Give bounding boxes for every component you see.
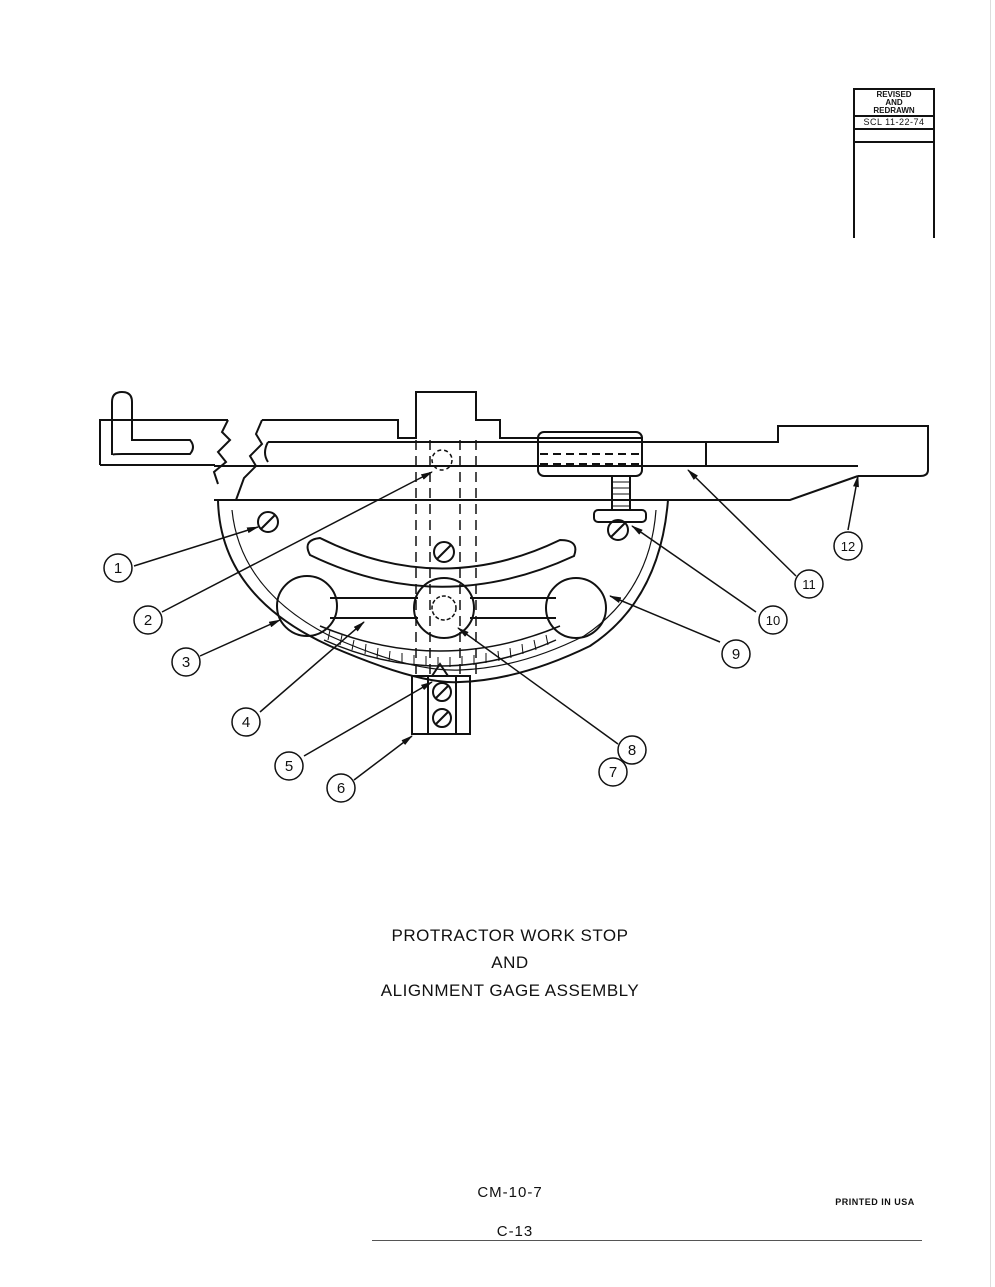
callout-11 bbox=[794, 569, 824, 599]
revision-label: REVISED AND REDRAWN bbox=[855, 90, 933, 115]
revision-date: SCL 11-22-74 bbox=[855, 115, 933, 130]
callout-9 bbox=[721, 639, 751, 669]
revision-line-3: REDRAWN bbox=[873, 106, 915, 115]
gage-bar-hidden bbox=[415, 440, 477, 680]
rod-hook-bend bbox=[111, 390, 194, 456]
right-knob bbox=[545, 577, 607, 639]
callout-label-3: 3 bbox=[182, 654, 190, 671]
scale-arc-outer bbox=[323, 639, 557, 667]
callout-8 bbox=[617, 735, 647, 765]
gage-bar-inner bbox=[427, 675, 457, 735]
callout-5 bbox=[274, 751, 304, 781]
callout-label-10: 10 bbox=[766, 613, 780, 628]
callout-1 bbox=[103, 553, 133, 583]
callout-label-9: 9 bbox=[732, 646, 740, 663]
revision-line-1: REVISED bbox=[876, 90, 912, 99]
center-hub bbox=[413, 577, 475, 639]
revision-block: REVISED AND REDRAWN SCL 11-22-74 bbox=[853, 88, 935, 238]
set-screw bbox=[607, 519, 629, 541]
break-line-right bbox=[235, 419, 264, 501]
hidden-pin bbox=[431, 449, 453, 471]
page-number: C-13 bbox=[496, 1223, 534, 1240]
callout-label-2: 2 bbox=[144, 612, 152, 629]
callout-label-4: 4 bbox=[242, 714, 250, 731]
revision-empty-row bbox=[855, 130, 933, 143]
callout-circles bbox=[103, 531, 863, 803]
curved-slot bbox=[306, 536, 577, 588]
threaded-post bbox=[611, 475, 631, 511]
rod-slot bbox=[264, 441, 707, 466]
callout-label-1: 1 bbox=[114, 560, 122, 577]
stop-block bbox=[537, 431, 643, 477]
callout-2 bbox=[133, 605, 163, 635]
gage-screw-b bbox=[432, 708, 452, 728]
callout-label-5: 5 bbox=[285, 758, 293, 775]
page-edge bbox=[990, 0, 991, 1287]
callout-label-11: 11 bbox=[802, 577, 816, 592]
callout-label-8: 8 bbox=[628, 742, 636, 759]
protractor-inner bbox=[231, 509, 657, 671]
document-number: CM-10-7 bbox=[477, 1184, 543, 1201]
callout-label-6: 6 bbox=[337, 780, 345, 797]
rod-hook bbox=[99, 419, 228, 466]
main-bar-top bbox=[262, 391, 929, 477]
callout-12 bbox=[833, 531, 863, 561]
callout-label-7: 7 bbox=[609, 764, 617, 781]
callout-10 bbox=[758, 605, 788, 635]
protractor-housing bbox=[217, 499, 669, 684]
handle-arm bbox=[330, 597, 556, 619]
callout-7 bbox=[598, 757, 628, 787]
thread-marks bbox=[612, 481, 630, 507]
printed-in-usa: PRINTED IN USA bbox=[835, 1197, 915, 1207]
callout-3 bbox=[171, 647, 201, 677]
left-knob bbox=[276, 575, 338, 637]
knurled-nut bbox=[593, 509, 647, 523]
gage-bar-lower bbox=[411, 675, 471, 735]
housing-screw bbox=[257, 511, 279, 533]
gage-screw-a bbox=[432, 682, 452, 702]
gage-screw-upper bbox=[433, 541, 455, 563]
scale-arc bbox=[319, 625, 561, 652]
title-line-1: PROTRACTOR WORK STOP bbox=[391, 926, 629, 945]
callout-6 bbox=[326, 773, 356, 803]
footer-rule bbox=[372, 1240, 922, 1241]
leaders bbox=[133, 469, 859, 781]
break-line-left bbox=[212, 419, 232, 485]
title-line-2: AND bbox=[491, 953, 529, 972]
scale-ticks bbox=[327, 629, 549, 667]
hub-spline bbox=[431, 595, 457, 621]
main-bar-underside bbox=[214, 465, 859, 501]
title-line-3: ALIGNMENT GAGE ASSEMBLY bbox=[380, 981, 640, 1000]
callout-4 bbox=[231, 707, 261, 737]
revision-line-2: AND bbox=[885, 98, 903, 107]
callout-label-12: 12 bbox=[841, 539, 855, 554]
